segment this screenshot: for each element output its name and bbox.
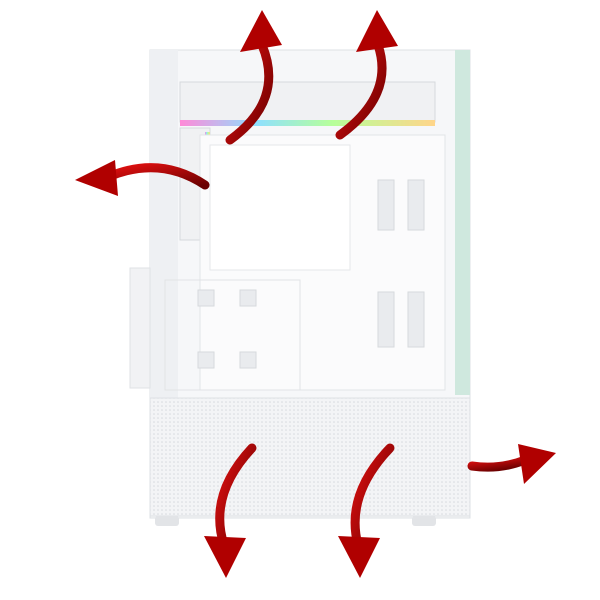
airflow-arrow-left-icon [103,163,210,190]
airflow-arrow-down-icon [215,443,257,550]
arrow-heads [75,10,556,578]
airflow-arrow-down-icon [350,443,395,550]
case-foot-right [412,516,436,526]
case-foot-left [155,516,179,526]
front-io-panel [129,267,151,389]
top-radiator [179,81,436,123]
arrow-head-left-icon [75,160,118,196]
airflow-arrow-right-icon [467,455,530,472]
arrow-head-down-icon [338,536,380,578]
arrow-head-up-icon [240,10,282,52]
airflow-arrow-up-icon [335,40,387,140]
glass-edge [455,50,470,395]
pc-case [129,49,471,526]
arrow-head-right-icon [518,444,556,484]
arrow-head-down-icon [204,536,246,578]
drive-mount [164,279,301,391]
arrow-head-up-icon [356,10,398,52]
airflow-arrows [103,40,530,550]
cable-cutouts [197,179,425,369]
airflow-arrow-up-icon [225,40,274,145]
cpu-cutout [209,144,351,271]
psu-shroud-mesh [149,397,471,517]
front-pillar [150,50,178,400]
top-fan-rgb [180,120,435,126]
